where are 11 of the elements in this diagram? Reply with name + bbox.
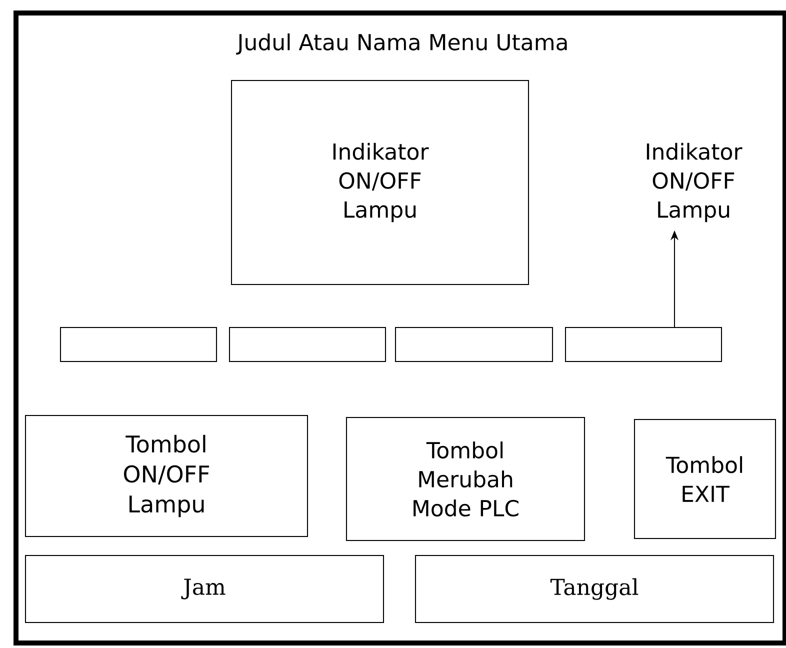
- button: Tombol EXIT: [634, 419, 776, 539]
- status-box: [229, 327, 386, 362]
- clock-box: Jam: [25, 555, 384, 623]
- status-box: [395, 327, 553, 362]
- button: Tombol Merubah Mode PLC: [346, 417, 585, 541]
- status-box: [565, 327, 722, 362]
- button: Tombol ON/OFF Lampu: [25, 415, 308, 537]
- status-box: [60, 327, 217, 362]
- indicator-box: Indikator ON/OFF Lampu: [231, 80, 529, 285]
- indicator-label: Indikator ON/OFF Lampu: [646, 142, 742, 222]
- date-box: Tanggal: [415, 555, 774, 623]
